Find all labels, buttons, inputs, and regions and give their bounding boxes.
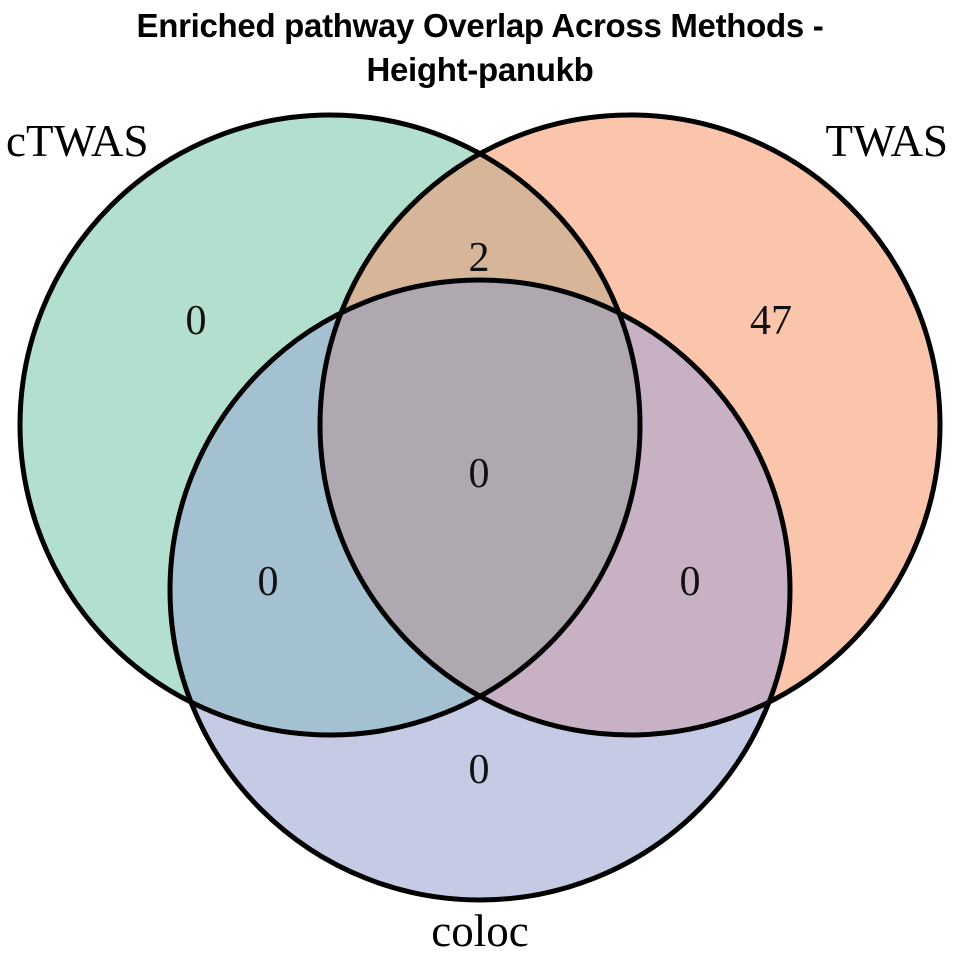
chart-title-line1: Enriched pathway Overlap Across Methods … bbox=[136, 7, 824, 44]
count-twas-coloc: 0 bbox=[679, 559, 701, 605]
count-all-three: 0 bbox=[468, 451, 490, 497]
set-label-ctwas: cTWAS bbox=[6, 116, 149, 166]
venn-outline-coloc bbox=[167, 277, 793, 903]
count-ctwas-only: 0 bbox=[185, 298, 207, 344]
count-ctwas-twas: 2 bbox=[468, 235, 490, 281]
chart-title-line2: Height-panukb bbox=[366, 50, 594, 88]
count-twas-only: 47 bbox=[750, 298, 792, 344]
venn-outline-ctwas bbox=[17, 112, 643, 738]
set-label-twas: TWAS bbox=[825, 116, 949, 166]
chart-title: Enriched pathway Overlap Across Methods … bbox=[0, 0, 960, 91]
count-coloc-only: 0 bbox=[468, 747, 490, 793]
set-label-coloc: coloc bbox=[431, 906, 529, 956]
venn-outline-twas bbox=[317, 112, 943, 738]
region-fill-all-three bbox=[320, 280, 640, 735]
count-ctwas-coloc: 0 bbox=[257, 559, 279, 605]
